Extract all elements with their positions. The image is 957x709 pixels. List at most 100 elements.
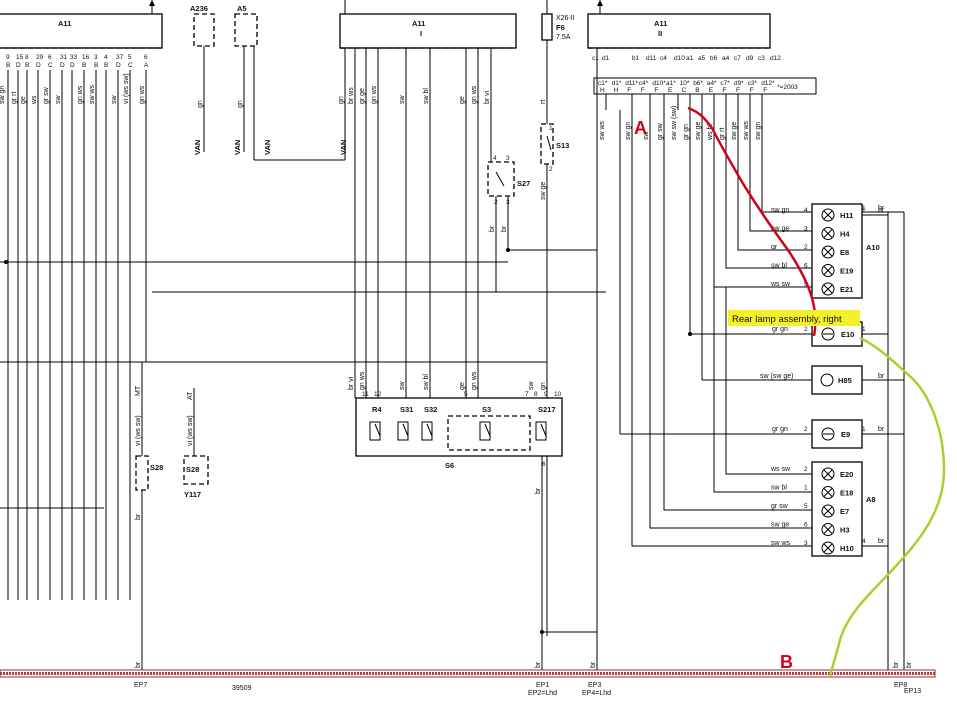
- left-pin-row2-label: D: [70, 62, 75, 69]
- s6-top-pin-label: 9: [544, 391, 548, 398]
- pin-table-row1-cell: 10*: [680, 80, 690, 87]
- lamp-bulb-icon: [821, 504, 835, 518]
- pin-table-row2-cell: F: [627, 87, 631, 94]
- ground-ep8: EP8: [894, 682, 907, 689]
- pin-table-row1-cell: c1*: [598, 80, 608, 87]
- left-pin-label: 15: [16, 54, 24, 61]
- s13-pin-1: 1: [549, 125, 553, 132]
- a8-feed-wire: [725, 287, 812, 475]
- e10-out-pin: 1: [862, 326, 866, 333]
- lamp-bulb-icon: [821, 264, 835, 277]
- lamp-wire-label: ws sw: [770, 281, 791, 288]
- lamp-name-label: E19: [840, 267, 853, 276]
- h85-label: H85: [838, 376, 852, 385]
- lamp-name-label: E18: [840, 489, 853, 498]
- right-wire-label: sw ws: [599, 120, 606, 140]
- a10-out-wire: br: [878, 205, 885, 212]
- a5-wire-label: gn: [237, 100, 244, 108]
- e10-label: E10: [841, 330, 854, 339]
- right-pin-label: b1: [632, 55, 640, 62]
- a8-feed-wire: [631, 110, 812, 547]
- left-pin-label: 33: [70, 54, 78, 61]
- s28b-label: S28: [186, 465, 199, 474]
- left-wire-label: sw: [111, 95, 118, 105]
- fuse-ref: X26-II: [556, 15, 575, 22]
- pin-table-row1-cell: d9*: [734, 80, 744, 87]
- ground-ep7: EP7: [134, 682, 147, 689]
- lamp-pin-label: 6: [804, 522, 808, 529]
- right-wire-label: sw gn: [625, 122, 632, 140]
- left-pin-label: 6: [144, 54, 148, 61]
- a10-feed-wire: [725, 110, 812, 269]
- a8-label: A8: [866, 495, 876, 504]
- left-pin-label: 37: [116, 54, 124, 61]
- ground-wire-ep3: br: [590, 661, 597, 668]
- left-pin-row2-label: D: [16, 62, 21, 69]
- a236-wire-label: gn: [197, 100, 204, 108]
- ground-ep4: EP4=Lhd: [582, 690, 611, 697]
- left-pin-label: 3: [94, 54, 98, 61]
- mid-wire-label: sw: [399, 95, 406, 105]
- lamp-wire-label: sw gn: [771, 207, 789, 214]
- a11-right-connector: A11 II: [587, 0, 771, 49]
- left-pin-row2-label: B: [94, 62, 98, 69]
- s28-wire: vi (ws sw): [135, 415, 142, 446]
- lamp-pin-label: 1: [804, 485, 808, 492]
- left-wire-label: gn ws: [139, 85, 146, 104]
- left-wire-label: gr rt: [11, 92, 18, 105]
- ground-code: 39509: [232, 685, 252, 692]
- a5-van-label-2: VAN: [263, 140, 272, 155]
- a236-connector: A236 gn VAN: [190, 4, 215, 155]
- lamp-bulb-filament: [823, 525, 833, 534]
- left-pin-label: 31: [60, 54, 68, 61]
- pin-table-row1-cell: d10*: [652, 80, 666, 87]
- mid-wire-label: gn: [338, 96, 345, 104]
- lamp-bulb-filament: [823, 210, 833, 220]
- s6-sub-contact: [374, 423, 381, 437]
- lamp-bulb-icon: [821, 523, 835, 536]
- left-wire-label: sw gn: [0, 86, 6, 104]
- a11-mid-connector: A11 I: [339, 0, 517, 49]
- s6-sub-element: [397, 421, 409, 441]
- s6-sub-element: [369, 421, 381, 441]
- pin-table-row2-cell: F: [763, 87, 767, 94]
- lamp-bulb-icon: [821, 208, 835, 222]
- lamp-bulb-icon: [821, 467, 835, 481]
- pin-table-row2-cell: F: [641, 87, 645, 94]
- pin-table-row1-cell: d11*: [625, 80, 638, 87]
- pin-table-row2-cell: H: [614, 87, 619, 94]
- a10-feed-wire: [749, 110, 812, 232]
- ground-ep2: EP2=Lhd: [528, 690, 557, 697]
- pin-table-row2-cell: H: [600, 87, 605, 94]
- s28-mt-label: MT: [135, 385, 142, 396]
- lamp-name-label: H11: [840, 211, 853, 220]
- s27-pin-3: 3: [506, 155, 510, 162]
- fuse-rating: 7.5A: [556, 34, 571, 41]
- right-pin-label: c4: [660, 55, 667, 62]
- lamp-e9: gr gn 2 E9 1 br: [620, 419, 904, 449]
- pin-table-row1-cell: b6*: [693, 80, 703, 87]
- right-wire-label: sw ws: [743, 120, 750, 140]
- s6-sub-label: S31: [400, 405, 413, 414]
- ground-ep3: EP3: [588, 682, 601, 689]
- lamp-bulb-filament: [823, 488, 833, 497]
- lamp-wire-label: sw ws: [771, 540, 791, 547]
- s6-top-wire-label: sw: [528, 381, 535, 391]
- s6-label: S6: [445, 461, 454, 470]
- ground-wire-ep7: br: [135, 661, 142, 668]
- lamp-out-pin: 4: [862, 538, 866, 545]
- mid-van-label: VAN: [339, 140, 348, 155]
- lamp-bulb-icon: [821, 541, 835, 555]
- h85-out-wire: br: [878, 373, 885, 380]
- s6-sub-label: S3: [482, 405, 491, 414]
- s27-wire-1: br: [489, 225, 496, 232]
- s6-top-pin-label: 10: [554, 391, 562, 398]
- tooltip-text: Rear lamp assembly, right: [732, 314, 842, 325]
- green-trace-annotation: [828, 336, 946, 677]
- left-wire-label: gr sw: [43, 86, 50, 104]
- left-pin-label: 4: [104, 54, 108, 61]
- lamp-name-label: E8: [840, 248, 849, 257]
- s13-label: S13: [556, 141, 569, 150]
